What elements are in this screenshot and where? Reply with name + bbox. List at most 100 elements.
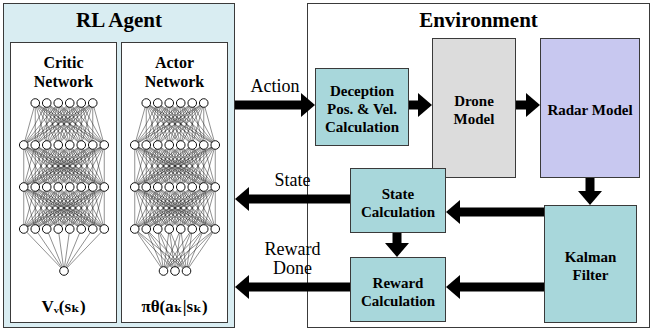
neuron <box>153 225 162 234</box>
synapse-line <box>35 187 104 229</box>
filter-box: Kalman Filter <box>544 205 637 323</box>
synapse-line <box>23 145 24 187</box>
neuron <box>188 225 197 234</box>
synapse-line <box>135 145 147 187</box>
synapse-line <box>24 103 47 145</box>
neural-net-illustration <box>125 93 225 281</box>
synapse-line <box>158 145 216 187</box>
synapse-line <box>64 229 93 271</box>
synapse-line <box>187 229 216 271</box>
synapse-line <box>135 103 181 145</box>
synapse-line <box>135 187 181 229</box>
synapse-line <box>24 187 70 229</box>
neuron <box>65 99 74 108</box>
synapse-line <box>70 187 105 229</box>
synapse-line <box>93 187 105 229</box>
flow-arrow <box>235 101 301 110</box>
neuron <box>100 141 109 150</box>
synapse-line <box>135 187 193 229</box>
model-box: Radar Model <box>540 38 640 178</box>
synapse-line <box>70 103 93 145</box>
synapse-line <box>158 229 164 271</box>
edge-label: Action <box>251 77 300 96</box>
box-label: Radar Model <box>547 97 632 119</box>
synapse-line <box>135 103 158 145</box>
synapse-line <box>169 145 215 187</box>
neuron <box>176 141 185 150</box>
synapse-line <box>169 103 215 145</box>
process-box: Deception Pos. & Vel. Calculation <box>315 68 409 146</box>
synapse-line <box>135 145 216 187</box>
neuron <box>31 183 40 192</box>
synapse-line <box>35 187 104 229</box>
flow-arrow <box>460 208 544 217</box>
neuron <box>199 225 208 234</box>
synapse-line <box>135 145 158 187</box>
network-formula: Vᵥ(sₖ) <box>41 293 85 317</box>
synapse-line <box>135 187 204 229</box>
synapse-line <box>204 187 216 229</box>
neuron <box>130 183 139 192</box>
synapse-line <box>58 103 104 145</box>
synapse-line <box>158 187 216 229</box>
box-label: Drone Model <box>437 88 511 128</box>
neuron <box>77 225 86 234</box>
synapse-line <box>24 187 70 229</box>
neuron <box>182 267 191 276</box>
neuron <box>142 183 151 192</box>
synapse-line <box>135 187 170 229</box>
synapse-line <box>47 103 93 145</box>
synapse-line <box>24 229 64 271</box>
neuron <box>65 225 74 234</box>
neuron <box>165 225 174 234</box>
synapse-line <box>181 187 216 229</box>
synapse-line <box>24 145 105 187</box>
synapse-line <box>47 145 105 187</box>
synapse-line <box>135 103 147 145</box>
synapse-line <box>181 187 216 229</box>
synapse-line <box>35 229 64 271</box>
synapse-line <box>24 145 93 187</box>
synapse-line <box>135 229 164 271</box>
synapse-line <box>135 103 170 145</box>
neuron <box>88 99 97 108</box>
synapse-line <box>47 103 93 145</box>
neuron <box>188 99 197 108</box>
synapse-line <box>24 145 47 187</box>
synapse-line <box>135 145 170 187</box>
synapse-line <box>64 229 70 271</box>
neuron <box>100 183 109 192</box>
neuron <box>42 99 51 108</box>
neuron <box>19 141 28 150</box>
synapse-line <box>158 187 216 229</box>
synapse-line <box>135 145 204 187</box>
synapse-line <box>81 103 93 145</box>
synapse-line <box>164 229 170 271</box>
synapse-line <box>58 145 104 187</box>
connector-group <box>235 105 590 287</box>
neuron <box>130 225 139 234</box>
neuron <box>165 141 174 150</box>
synapse-line <box>135 187 216 229</box>
neuron <box>77 183 86 192</box>
flow-arrow <box>460 283 544 292</box>
synapse-line <box>158 145 216 187</box>
neuron <box>31 225 40 234</box>
synapse-line <box>192 145 215 187</box>
neuron <box>165 99 174 108</box>
agent-panel: Critic NetworkVᵥ(sₖ) Actor Networkπθ(aₖ|… <box>3 3 235 328</box>
synapse-line <box>181 103 204 145</box>
synapse-line <box>181 145 216 187</box>
synapse-line <box>24 187 47 229</box>
synapse-line <box>24 187 93 229</box>
neuron <box>159 267 168 276</box>
synapse-line <box>135 187 158 229</box>
synapse-line <box>146 229 175 271</box>
synapse-line <box>135 145 204 187</box>
neuron <box>153 99 162 108</box>
synapse-line <box>23 187 24 229</box>
synapse-line <box>158 103 204 145</box>
synapse-line <box>169 187 215 229</box>
synapse-line <box>164 229 193 271</box>
synapse-line <box>47 103 105 145</box>
